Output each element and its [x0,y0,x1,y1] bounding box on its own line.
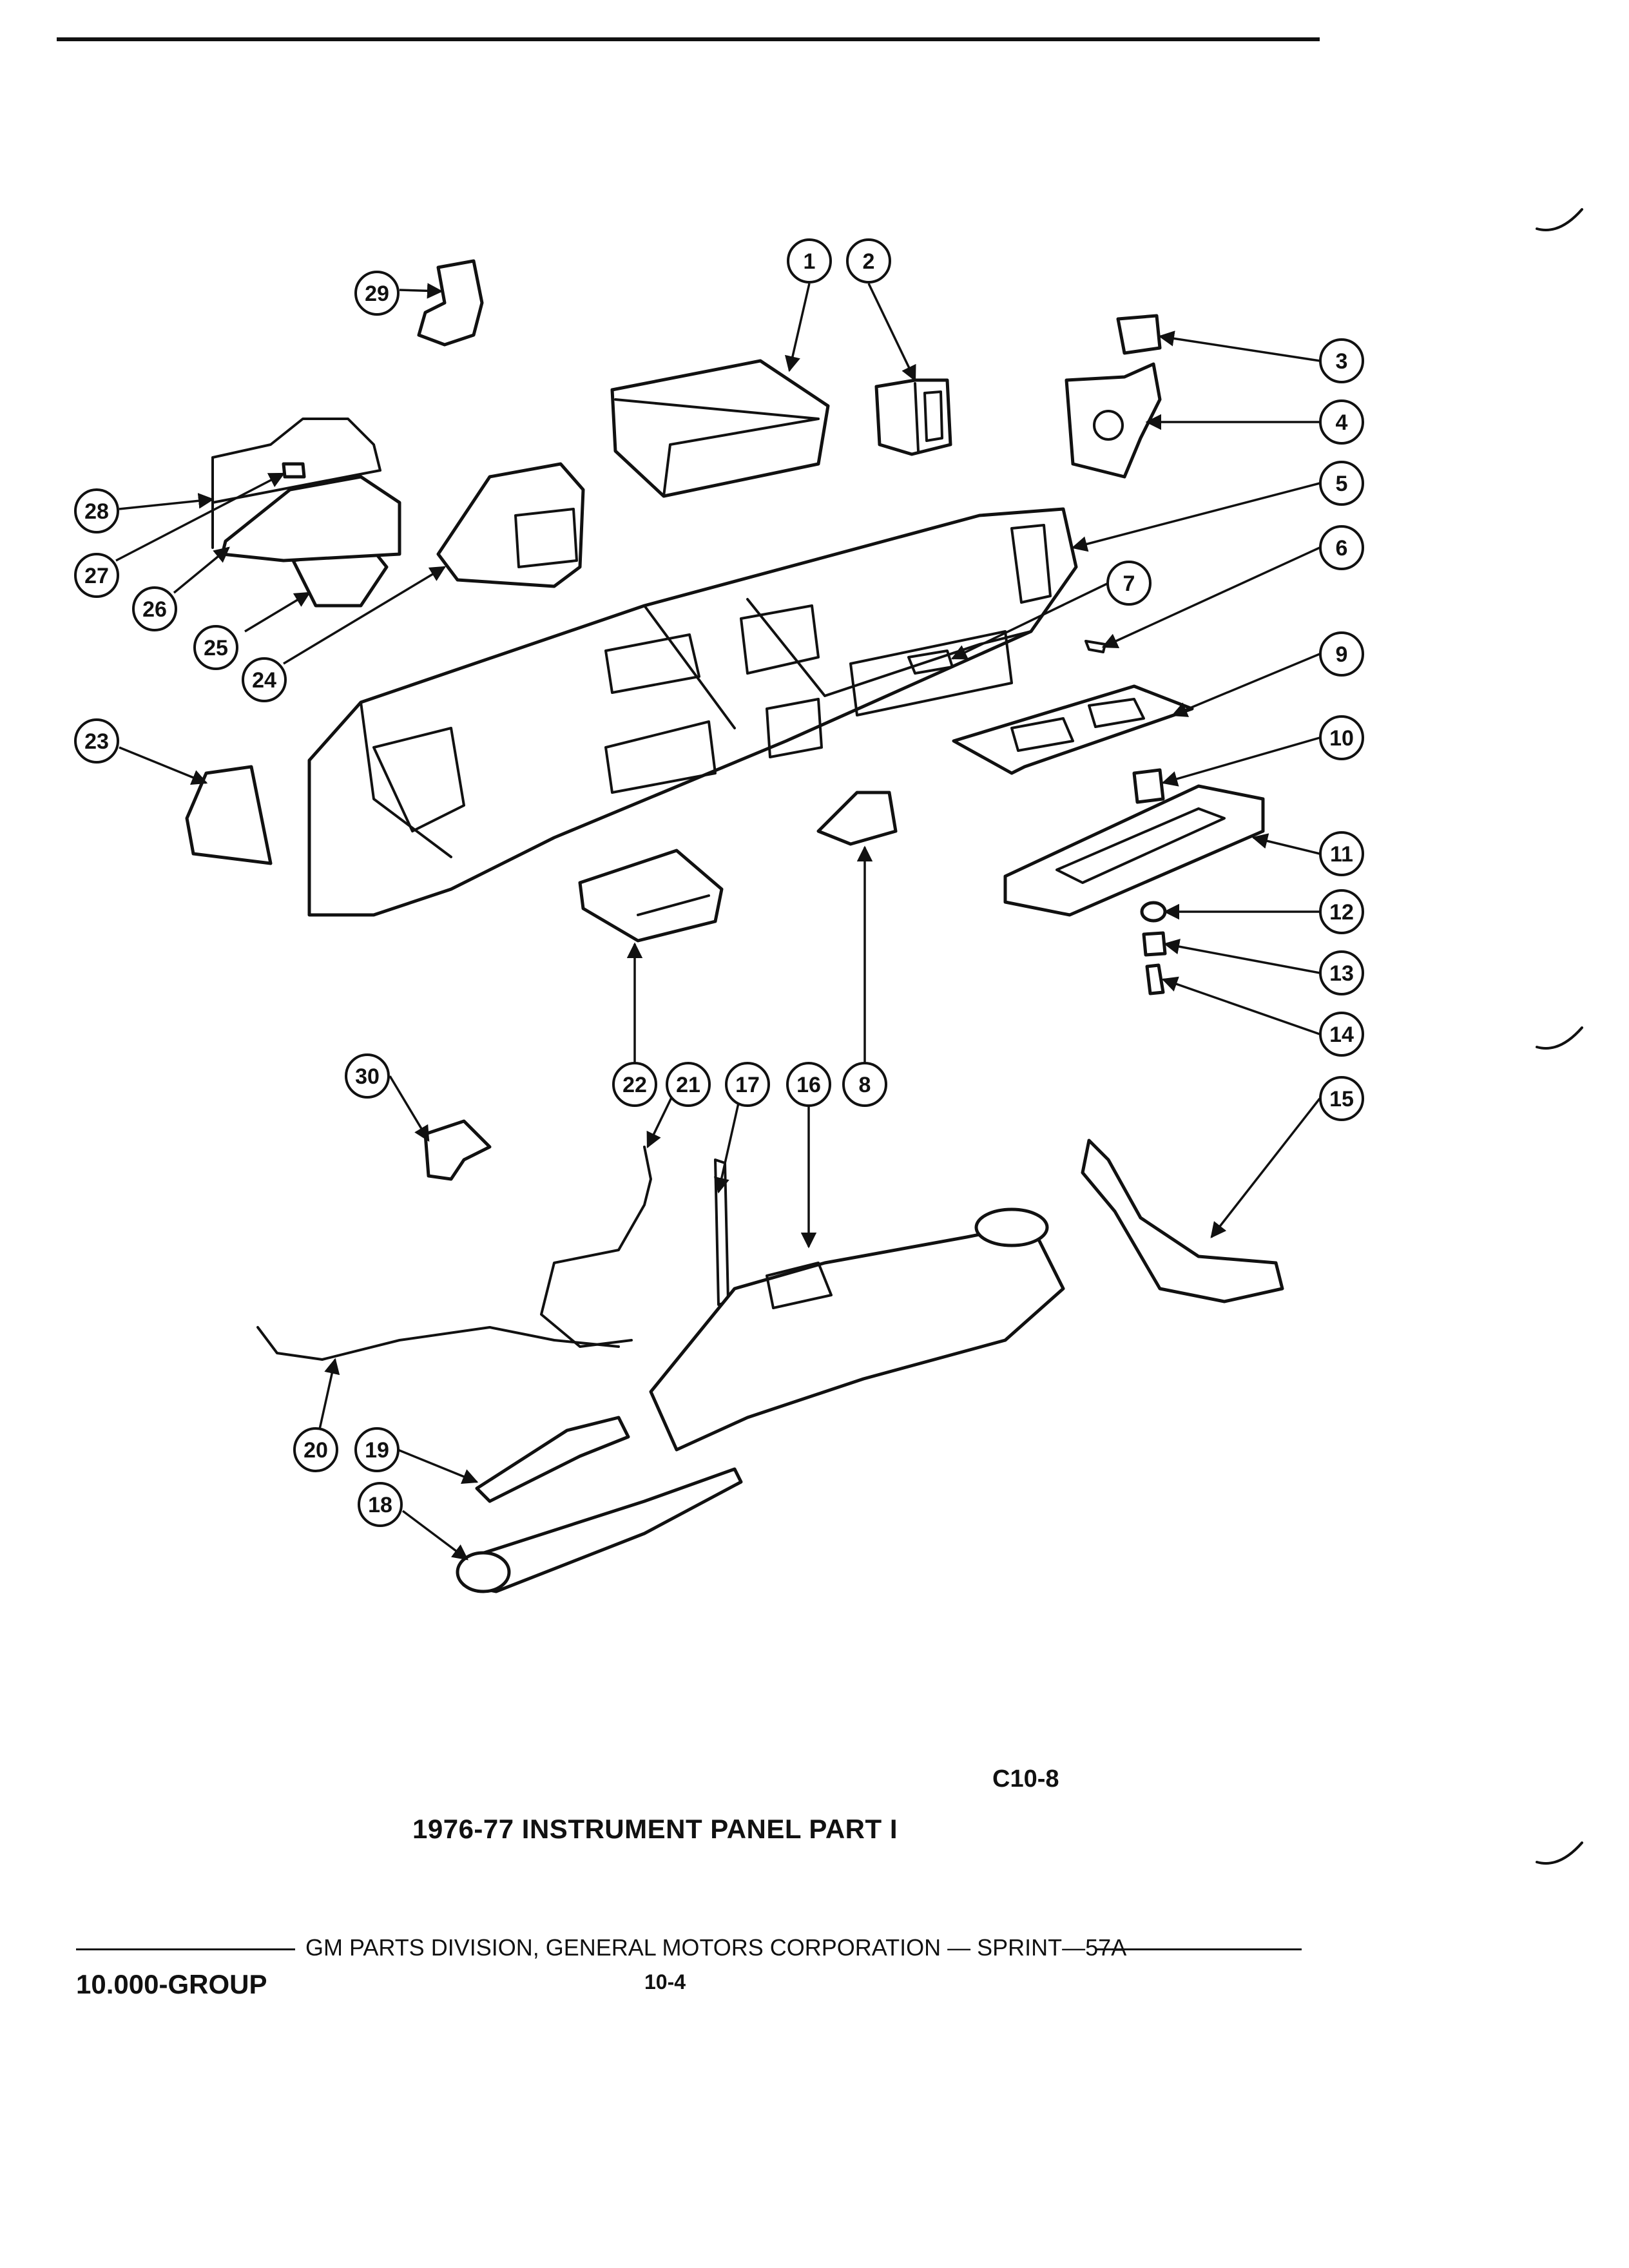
binder-mark-middle [1536,1026,1583,1050]
callout-1: 1 [787,238,832,284]
svg-text:15: 15 [1329,1087,1354,1111]
svg-text:17: 17 [735,1073,760,1097]
footer-rule-right [1095,1948,1302,1950]
part-26-cover [220,475,401,562]
svg-text:24: 24 [252,668,276,693]
footer-page-number: 10-4 [644,1970,686,1994]
callout-9: 9 [1319,631,1364,677]
part-9-bezel [952,684,1194,775]
callout-28: 28 [74,488,119,533]
binder-mark-top [1536,208,1583,231]
part-1-glove-box [610,359,830,498]
callout-27: 27 [74,553,119,598]
callout-3: 3 [1319,338,1364,383]
svg-text:19: 19 [365,1438,389,1463]
svg-text:14: 14 [1329,1023,1354,1047]
part-21-harness [540,1146,652,1348]
figure-code: C10-8 [992,1765,1059,1792]
svg-text:21: 21 [676,1073,700,1097]
part-11-control-panel [1003,784,1265,917]
part-5-instrument-panel [307,507,1078,917]
svg-text:11: 11 [1330,842,1353,867]
callout-13: 13 [1319,950,1364,995]
callout-22: 22 [612,1062,657,1107]
svg-text:28: 28 [84,499,109,524]
part-30-clip [423,1119,492,1181]
svg-text:10: 10 [1329,726,1354,751]
svg-text:25: 25 [204,636,228,660]
svg-text:13: 13 [1329,961,1354,986]
callout-20: 20 [293,1427,338,1472]
callout-25: 25 [193,625,238,670]
svg-text:22: 22 [622,1073,647,1097]
callout-16: 16 [786,1062,831,1107]
svg-text:1: 1 [804,249,816,274]
callout-11: 11 [1319,831,1364,876]
footer-publisher: GM PARTS DIVISION, GENERAL MOTORS CORPOR… [305,1934,1127,1961]
part-14-lever [1145,963,1165,995]
part-8-housing [816,791,898,846]
callout-30: 30 [345,1053,390,1099]
callout-24: 24 [242,657,287,702]
part-3-clip [1116,314,1162,355]
part-27-pad [282,462,306,479]
callout-4: 4 [1319,399,1364,445]
svg-text:26: 26 [142,597,167,622]
callout-10: 10 [1319,715,1364,760]
svg-text:6: 6 [1336,536,1348,561]
part-12-knob [1140,901,1167,923]
part-24-vent-housing [436,462,585,588]
svg-text:8: 8 [859,1073,871,1097]
part-15-duct [1081,1139,1284,1303]
svg-text:9: 9 [1336,642,1348,667]
svg-text:16: 16 [796,1073,821,1097]
svg-text:20: 20 [304,1438,328,1463]
part-10-knob [1132,768,1165,804]
binder-mark-bottom [1536,1841,1583,1865]
leader-lines [115,283,1321,1561]
figure-title: 1976-77 INSTRUMENT PANEL PART I [412,1814,898,1844]
part-7-switch [907,649,954,675]
callout-23: 23 [74,718,119,764]
footer-rule-left [76,1948,295,1950]
part-drawings [185,259,1284,1593]
callout-6: 6 [1319,525,1364,570]
callout-21: 21 [666,1062,711,1107]
svg-text:30: 30 [355,1064,380,1089]
part-13-knob [1142,931,1167,957]
svg-text:2: 2 [863,249,875,274]
callout-7: 7 [1106,561,1152,606]
part-16-console-duct [649,1222,1065,1452]
svg-text:29: 29 [365,282,389,306]
part-4-bracket [1065,362,1162,479]
part-23-end-cap [185,765,273,865]
callout-12: 12 [1319,889,1364,934]
part-19-deflector [475,1416,630,1503]
callout-8: 8 [842,1062,887,1107]
callout-5: 5 [1319,461,1364,506]
callout-29: 29 [354,271,400,316]
svg-text:3: 3 [1336,349,1348,374]
callout-26: 26 [132,586,177,631]
callout-15: 15 [1319,1076,1364,1121]
svg-text:12: 12 [1329,900,1354,925]
svg-text:4: 4 [1336,410,1348,435]
svg-text:18: 18 [368,1493,392,1517]
callout-18: 18 [358,1482,403,1527]
svg-text:5: 5 [1336,472,1348,496]
svg-text:27: 27 [84,564,109,588]
callout-2: 2 [846,238,891,284]
part-22-ashtray [578,849,724,943]
footer-group: 10.000-GROUP [76,1969,267,1999]
top-rule [57,37,1320,41]
svg-text:7: 7 [1123,572,1135,596]
callout-19: 19 [354,1427,400,1472]
part-29-bracket [417,259,484,347]
part-20-harness [256,1326,620,1361]
callout-17: 17 [725,1062,770,1107]
part-6-clip [1084,640,1106,653]
svg-text:23: 23 [84,729,109,754]
callout-14: 14 [1319,1012,1364,1057]
